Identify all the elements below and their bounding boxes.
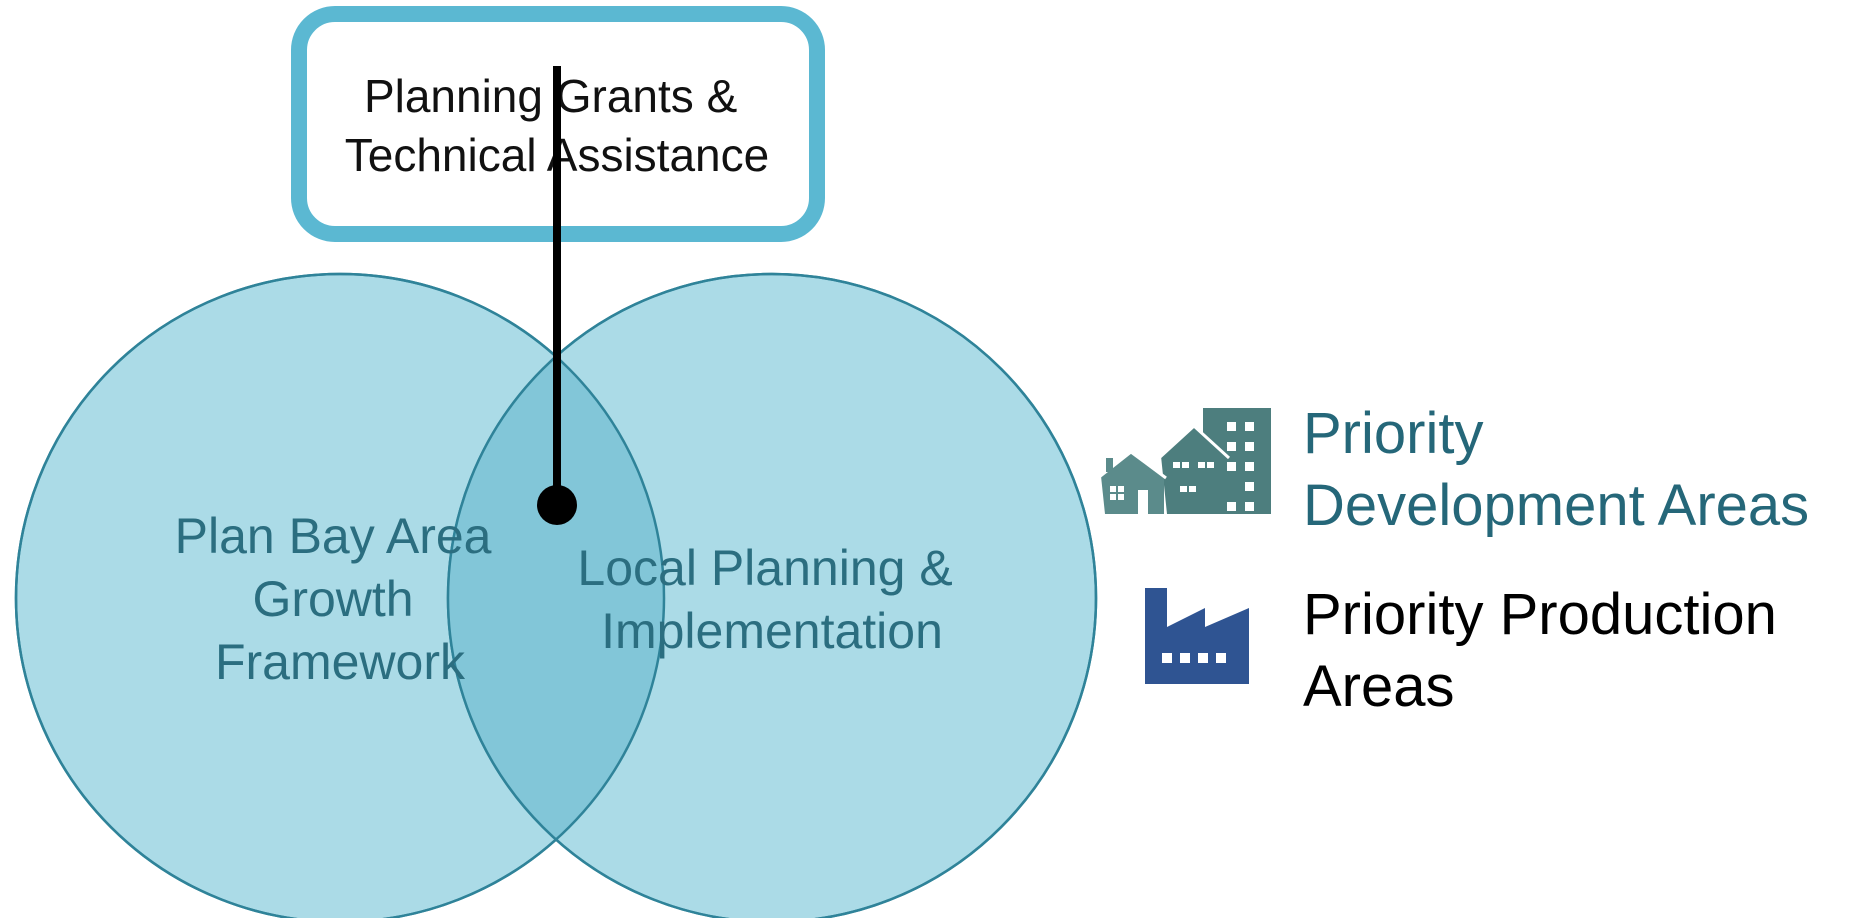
left-circle-line3: Framework [215, 634, 466, 690]
left-circle-line2: Growth [252, 571, 413, 627]
overlap-region [448, 274, 664, 918]
right-circle-label: Local Planning & Implementation [577, 540, 966, 659]
legend-pda-line1: Priority [1303, 401, 1484, 466]
callout-line1: Planning Grants & [364, 70, 737, 122]
left-circle-outline [14, 272, 666, 918]
callout-pointer-dot [537, 485, 577, 525]
factory-icon [1145, 588, 1249, 684]
buildings-icon [1097, 408, 1271, 514]
right-circle-line2: Implementation [601, 603, 943, 659]
legend-ppa-label: Priority Production Areas [1303, 579, 1777, 723]
right-circle-line1: Local Planning & [577, 540, 952, 596]
legend-pda-line2: Development Areas [1303, 473, 1810, 538]
legend-ppa-line1: Priority Production [1303, 582, 1777, 647]
left-circle-line1: Plan Bay Area [175, 508, 492, 564]
legend-pda-label: Priority Development Areas [1303, 398, 1809, 542]
left-circle-label: Plan Bay Area Growth Framework [175, 508, 506, 690]
right-circle-outline [446, 272, 1098, 918]
legend-ppa-line2: Areas [1303, 654, 1455, 719]
